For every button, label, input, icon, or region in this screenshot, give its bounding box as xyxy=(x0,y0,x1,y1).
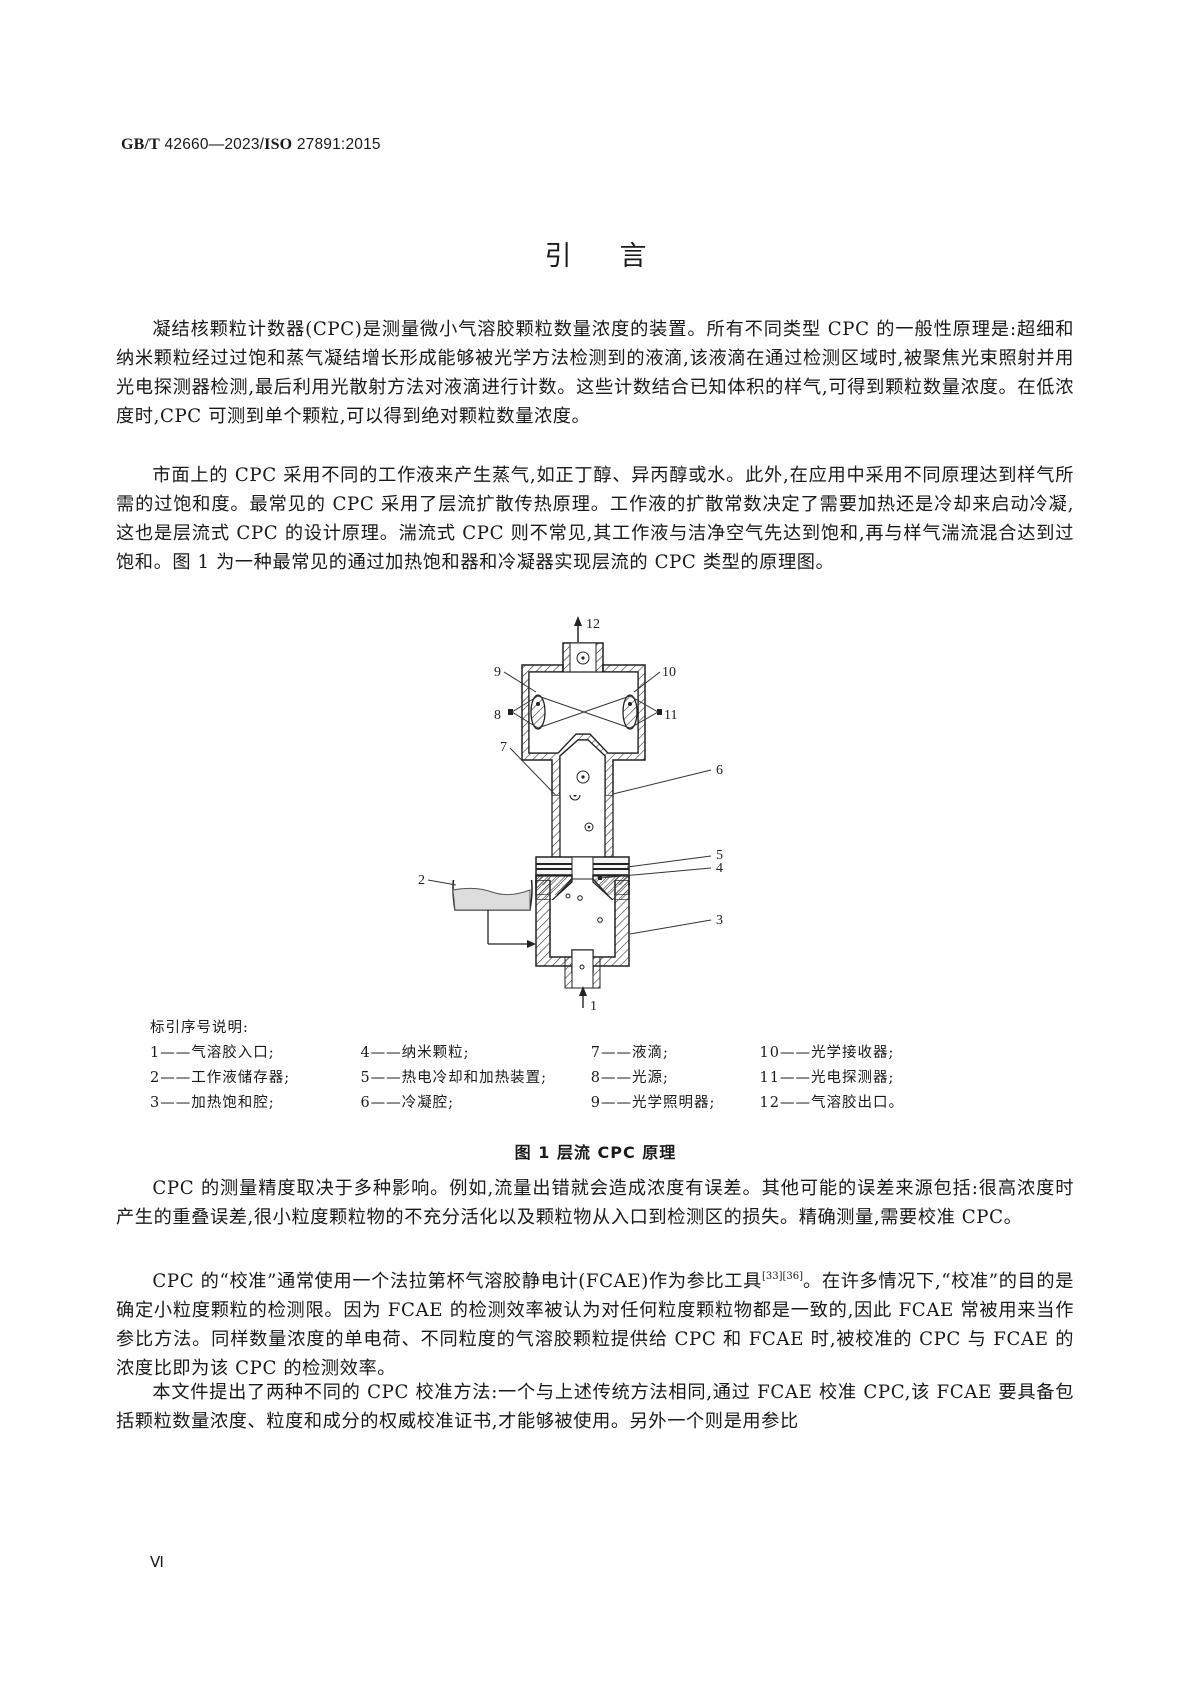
paragraph-text: 本文件提出了两种不同的 CPC 校准方法:一个与上述传统方法相同,通过 FCAE… xyxy=(116,1382,1074,1432)
label-3: 3 xyxy=(716,913,723,928)
iso-prefix: ISO xyxy=(264,136,293,153)
cpc-saturator-cone xyxy=(535,875,630,900)
label-6: 6 xyxy=(716,763,723,778)
page-title: 引言 xyxy=(544,241,695,272)
page-number: Ⅵ xyxy=(150,1555,164,1571)
figure-caption: 图 1 层流 CPC 原理 xyxy=(514,1143,677,1162)
legend-title: 标引序号说明: xyxy=(150,1020,249,1036)
legend-item: 9——光学照明器; xyxy=(590,1095,716,1111)
cpc-labels-lower: 2 4 xyxy=(418,861,723,901)
paragraph-calibration: CPC 的“校准”通常使用一个法拉第杯气溶胶静电计(FCAE)作为参比工具[33… xyxy=(116,1262,1074,1383)
label-4: 4 xyxy=(716,861,723,876)
standard-number: 42660—2023/ xyxy=(160,136,265,153)
label-5: 5 xyxy=(716,848,723,863)
legend-item: 4——纳米颗粒; xyxy=(360,1045,470,1061)
label-12: 12 xyxy=(586,617,600,632)
label-10: 10 xyxy=(662,665,676,680)
figure-legend: 1——气溶胶入口; 4——纳米颗粒; 7——液滴; 10——光学接收器; 2——… xyxy=(150,1041,970,1116)
legend-row: 1——气溶胶入口; 4——纳米颗粒; 7——液滴; 10——光学接收器; xyxy=(150,1041,970,1066)
paragraph-text: 市面上的 CPC 采用不同的工作液来产生蒸气,如正丁醇、异丙醇或水。此外,在应用… xyxy=(116,465,1074,573)
standard-prefix: GB/T xyxy=(121,136,161,153)
iso-number: 27891:2015 xyxy=(292,136,381,153)
label-1: 1 xyxy=(590,999,597,1012)
legend-row: 3——加热饱和腔; 6——冷凝腔; 9——光学照明器; 12——气溶胶出口。 xyxy=(150,1091,970,1116)
legend-item: 10——光学接收器; xyxy=(759,1045,895,1061)
legend-item: 11——光电探测器; xyxy=(759,1070,895,1086)
paragraph-text: 凝结核颗粒计数器(CPC)是测量微小气溶胶颗粒数量浓度的装置。所有不同类型 CP… xyxy=(116,319,1074,427)
label-9: 9 xyxy=(494,665,501,680)
paragraph-working-fluids: 市面上的 CPC 采用不同的工作液来产生蒸气,如正丁醇、异丙醇或水。此外,在应用… xyxy=(116,461,1074,577)
cpc-saturator-section: 3 1 xyxy=(400,880,740,1012)
paragraph-text: CPC 的测量精度取决于多种影响。例如,流量出错就会造成浓度有误差。其他可能的误… xyxy=(116,1178,1074,1228)
label-2: 2 xyxy=(418,873,425,888)
legend-item: 12——气溶胶出口。 xyxy=(759,1095,904,1111)
paragraph-text: CPC 的“校准”通常使用一个法拉第杯气溶胶静电计(FCAE)作为参比工具[33… xyxy=(116,1262,1074,1383)
legend-item: 3——加热饱和腔; xyxy=(150,1095,275,1111)
legend-item: 8——光源; xyxy=(590,1070,669,1086)
legend-item: 5——热电冷却和加热装置; xyxy=(360,1070,548,1086)
paragraph-text-part: CPC 的“校准”通常使用一个法拉第杯气溶胶静电计(FCAE)作为参比工具 xyxy=(152,1271,762,1292)
paragraph-accuracy: CPC 的测量精度取决于多种影响。例如,流量出错就会造成浓度有误差。其他可能的误… xyxy=(116,1174,1074,1232)
label-7: 7 xyxy=(500,740,507,755)
paragraph-text-part: 。在许多情况下,“校准”的目的是确定小粒度颗粒的检测限。因为 FCAE 的检测效… xyxy=(116,1271,1074,1379)
label-11: 11 xyxy=(664,708,677,723)
paragraph-methods: 本文件提出了两种不同的 CPC 校准方法:一个与上述传统方法相同,通过 FCAE… xyxy=(116,1378,1074,1436)
legend-item: 7——液滴; xyxy=(590,1045,669,1061)
legend-item: 1——气溶胶入口; xyxy=(150,1045,275,1061)
label-8: 8 xyxy=(494,708,501,723)
legend-item: 6——冷凝腔; xyxy=(360,1095,455,1111)
document-header: GB/T 42660—2023/ISO 27891:2015 xyxy=(121,136,381,154)
paragraph-intro: 凝结核颗粒计数器(CPC)是测量微小气溶胶颗粒数量浓度的装置。所有不同类型 CP… xyxy=(116,315,1074,431)
citation-reference[interactable]: [33][36] xyxy=(761,1271,804,1282)
legend-item: 2——工作液储存器; xyxy=(150,1070,291,1086)
legend-row: 2——工作液储存器; 5——热电冷却和加热装置; 8——光源; 11——光电探测… xyxy=(150,1066,970,1091)
